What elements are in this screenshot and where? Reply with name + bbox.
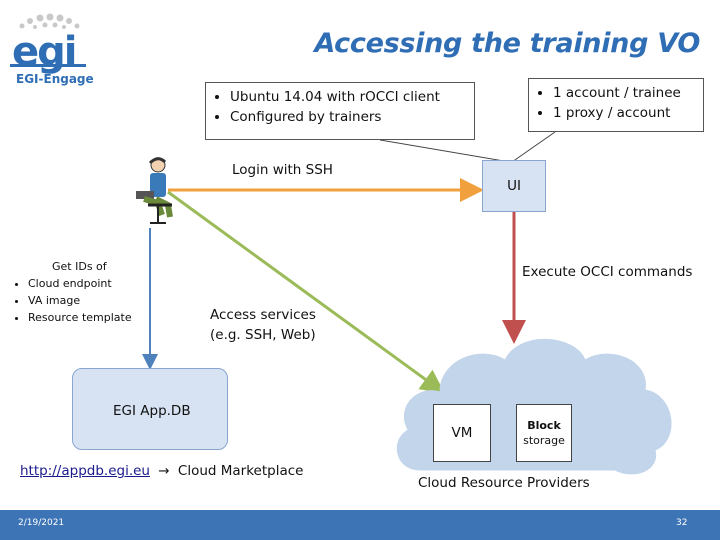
footer-bar [0,510,720,540]
appdb-link[interactable]: http://appdb.egi.eu [20,463,150,479]
block-storage-line: storage [523,434,565,447]
callout-client-info: Ubuntu 14.04 with rOCCI client Configure… [205,82,475,140]
marketplace-line: http://appdb.egi.eu → Cloud Marketplace [20,463,303,479]
login-ssh-label: Login with SSH [232,162,333,178]
logo-subtitle: EGI-Engage [16,72,94,86]
callout-right-item: 1 account / trainee [553,83,695,103]
marketplace-label: Cloud Marketplace [177,463,304,479]
ui-label: UI [507,178,521,194]
ui-node: UI [482,160,546,212]
logo-divider [10,64,86,67]
logo-dots [14,10,84,32]
get-ids-item: VA image [28,292,164,309]
block-storage-node: Block storage [516,404,572,462]
callout-left-item: Configured by trainers [230,107,466,127]
vm-node: VM [433,404,491,462]
access-services-line: (e.g. SSH, Web) [210,327,316,343]
callout-right-item: 1 proxy / account [553,103,695,123]
callout-account-info: 1 account / trainee 1 proxy / account [528,78,704,132]
access-services-line: Access services [210,307,316,323]
access-services-arrow [167,190,445,394]
block-storage-line: Block [527,419,561,432]
vm-label: VM [451,425,473,441]
arrow-right-icon: → [158,463,170,479]
appdb-label: EGI App.DB [113,403,191,419]
slide-title: Accessing the training VO [314,28,700,59]
execute-occi-label: Execute OCCI commands [522,264,693,280]
trainee-person-icon [128,155,178,227]
footer-page-number: 32 [676,518,688,528]
get-ids-item: Resource template [28,309,164,326]
access-services-label: Access services (e.g. SSH, Web) [210,305,316,345]
get-ids-item: Cloud endpoint [28,275,164,292]
get-ids-heading: Get IDs of [52,260,107,273]
appdb-node: EGI App.DB [72,368,228,450]
callout-left-pointer [379,139,511,163]
footer-date: 2/19/2021 [18,518,65,528]
cloud-providers-label: Cloud Resource Providers [418,475,590,491]
get-ids-list: Get IDs of Cloud endpoint VA image Resou… [14,258,164,326]
callout-left-item: Ubuntu 14.04 with rOCCI client [230,87,466,107]
callout-right-pointer [511,131,556,163]
